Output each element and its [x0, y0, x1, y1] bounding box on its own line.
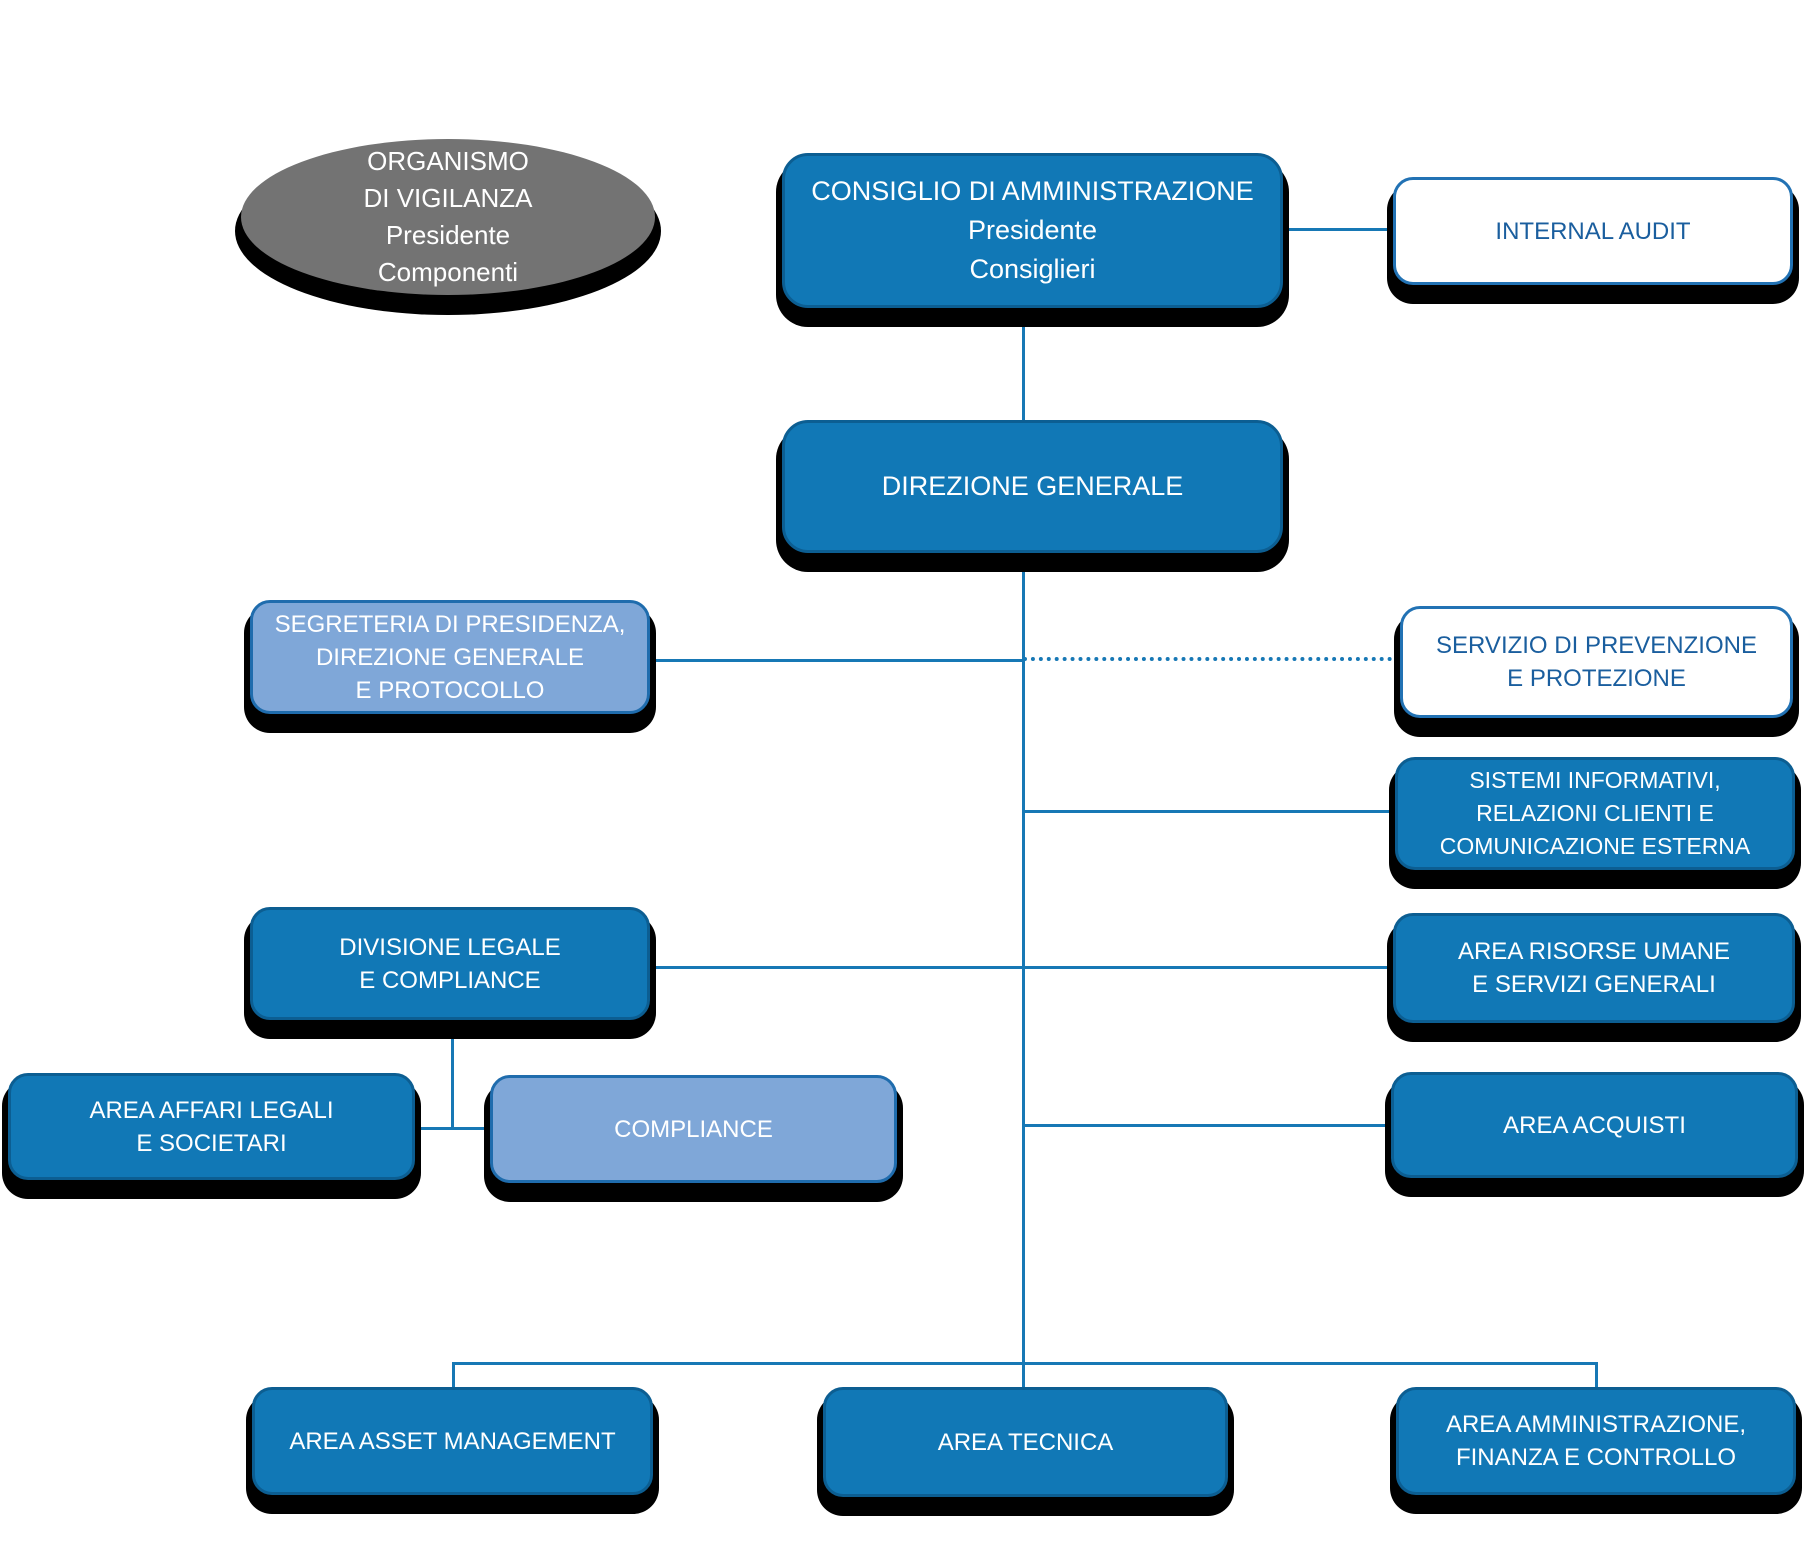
node-segreteria-di-presidenza: SEGRETERIA DI PRESIDENZA, DIREZIONE GENE…	[250, 600, 650, 714]
connector-direzione-servizio-dotted	[1023, 657, 1400, 661]
node-area-acquisti: AREA ACQUISTI	[1391, 1072, 1798, 1178]
connector-direzione-acquisti	[1023, 1124, 1391, 1127]
connector-rail-asset	[452, 1362, 455, 1387]
node-direzione-generale: DIREZIONE GENERALE	[782, 420, 1283, 553]
node-servizio-prevenzione-protezione: SERVIZIO DI PREVENZIONE E PROTEZIONE	[1400, 606, 1793, 718]
node-organismo-di-vigilanza: ORGANISMO DI VIGILANZA Presidente Compon…	[241, 139, 655, 295]
connector-consiglio-direzione	[1022, 308, 1025, 420]
node-area-amministrazione-finanza: AREA AMMINISTRAZIONE, FINANZA E CONTROLL…	[1396, 1387, 1796, 1495]
connector-divisione-risorse	[650, 966, 1393, 969]
node-sistemi-informativi: SISTEMI INFORMATIVI, RELAZIONI CLIENTI E…	[1395, 757, 1795, 870]
node-divisione-legale-compliance: DIVISIONE LEGALE E COMPLIANCE	[250, 907, 650, 1020]
connector-rail-amministrazione	[1595, 1362, 1598, 1387]
node-area-risorse-umane: AREA RISORSE UMANE E SERVIZI GENERALI	[1393, 913, 1795, 1023]
connector-affari-compliance	[415, 1127, 490, 1130]
connector-central-spine	[1022, 553, 1025, 1387]
node-consiglio-di-amministrazione: CONSIGLIO DI AMMINISTRAZIONE Presidente …	[782, 153, 1283, 308]
node-area-asset-management: AREA ASSET MANAGEMENT	[252, 1387, 653, 1495]
node-compliance: COMPLIANCE	[490, 1075, 897, 1183]
connector-direzione-segreteria	[650, 659, 1023, 662]
connector-bottom-rail	[453, 1362, 1598, 1365]
connector-consiglio-internal-audit	[1283, 228, 1393, 231]
connector-divisione-down	[451, 1018, 454, 1130]
node-area-tecnica: AREA TECNICA	[823, 1387, 1228, 1497]
node-internal-audit: INTERNAL AUDIT	[1393, 177, 1793, 285]
node-area-affari-legali: AREA AFFARI LEGALI E SOCIETARI	[8, 1073, 415, 1180]
connector-direzione-sistemi	[1023, 810, 1395, 813]
